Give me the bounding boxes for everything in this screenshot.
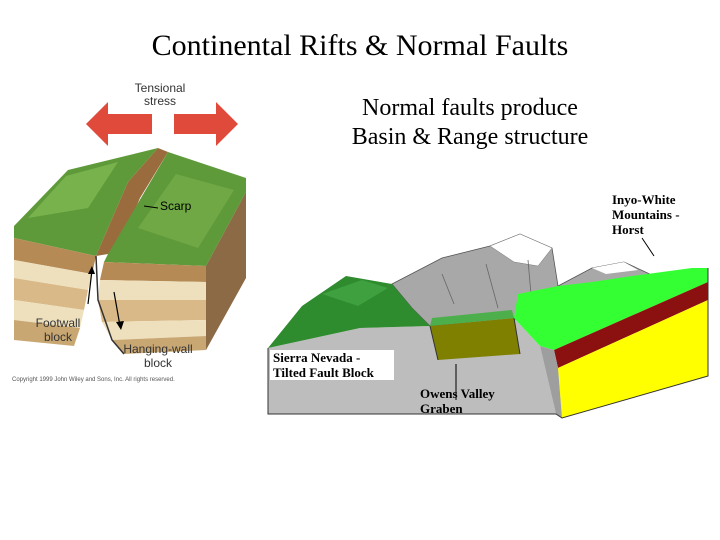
inyo-label-line-2: Mountains - [612, 207, 680, 222]
hangingwall-label-line-2: block [143, 356, 172, 370]
footwall-label: Footwall block [28, 316, 88, 344]
horst-leader-line [641, 237, 655, 257]
fault-scarp [96, 148, 168, 256]
hangingwall-label: Hanging-wall block [108, 342, 208, 370]
fault-plane-line [95, 255, 125, 355]
copyright-text: Copyright 1999 John Wiley and Sons, Inc.… [12, 377, 175, 383]
subtitle-line-1: Normal faults produce [362, 95, 578, 121]
red-layer [554, 282, 708, 368]
normal-fault-diagram: Tensional stress Scarp Footwall block Ha… [8, 78, 248, 390]
hangingwall-layers [98, 262, 206, 354]
footwall-motion-arrow [87, 269, 93, 305]
sierra-nevada-label: Sierra Nevada - Tilted Fault Block [270, 350, 394, 380]
scarp-leader-line [143, 205, 159, 209]
footwall-layers [14, 238, 96, 346]
tensional-stress-label: Tensional stress [120, 82, 200, 108]
basin-range-diagram: Inyo-White Mountains - Horst Sierra Neva… [262, 186, 714, 422]
sierra-nevada-slope [268, 276, 430, 348]
owens-label-line-1: Owens Valley [420, 386, 495, 401]
owens-label-line-2: Graben [420, 401, 463, 416]
horst-surface [514, 268, 708, 350]
normal-fault-illustration [14, 102, 246, 355]
owens-valley-graben-label: Owens Valley Graben [420, 386, 495, 416]
hangingwall-label-line-1: Hanging-wall [123, 342, 193, 356]
tensional-stress-label-line-2: stress [143, 94, 176, 108]
inyo-white-horst-label: Inyo-White Mountains - Horst [612, 192, 680, 237]
inyo-label-line-1: Inyo-White [612, 192, 676, 207]
yellow-layer [558, 300, 708, 418]
slide-title: Continental Rifts & Normal Faults [151, 29, 569, 62]
tensional-stress-arrow [86, 102, 238, 146]
owens-valley-graben [430, 318, 520, 360]
inyo-label-line-3: Horst [612, 222, 644, 237]
footwall-label-line-2: block [43, 330, 72, 344]
snowcap [489, 233, 553, 267]
sierra-label-line-1: Sierra Nevada - [273, 350, 361, 365]
scarp-label: Scarp [160, 199, 192, 213]
footwall-label-line-1: Footwall [35, 316, 81, 330]
block-side-face [206, 192, 246, 350]
tensional-stress-label-line-1: Tensional [134, 81, 186, 95]
subtitle: Normal faults produce Basin & Range stru… [310, 94, 630, 152]
sierra-label-line-2: Tilted Fault Block [273, 365, 374, 380]
subtitle-line-2: Basin & Range structure [351, 124, 589, 150]
basin-range-illustration [267, 233, 709, 419]
hangingwall-motion-arrow [113, 291, 121, 327]
